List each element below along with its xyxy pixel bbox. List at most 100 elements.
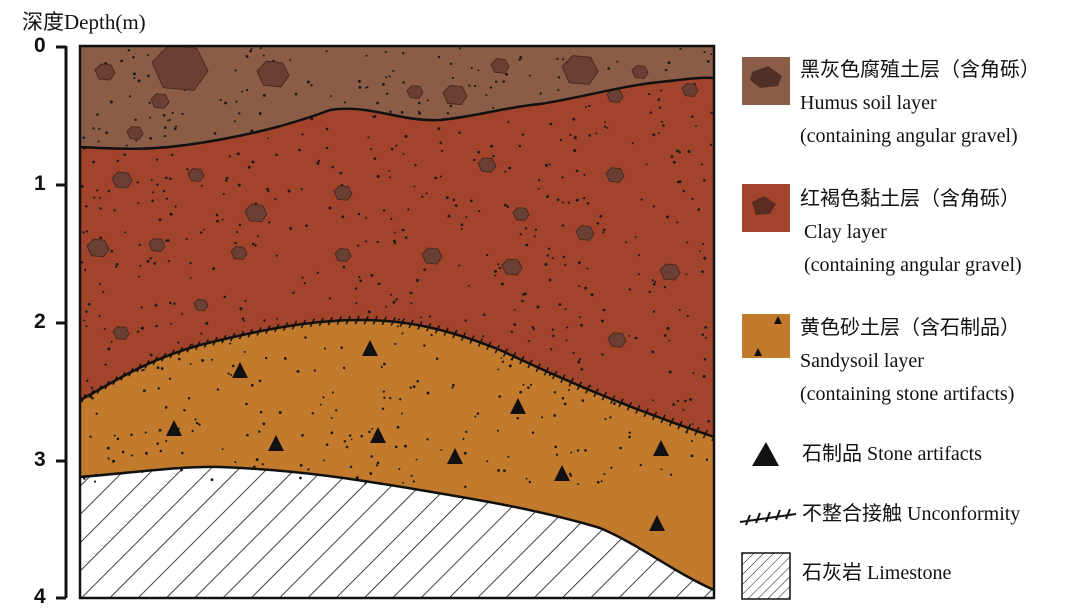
sediment-dot — [616, 60, 619, 63]
unconformity-tick — [443, 327, 449, 336]
sediment-dot — [163, 126, 167, 129]
sediment-dot — [657, 132, 661, 135]
sediment-dot — [316, 271, 319, 274]
sediment-dot — [628, 435, 631, 439]
sediment-dot — [540, 416, 544, 419]
sediment-dot — [375, 464, 379, 467]
sediment-dot — [325, 443, 329, 447]
sediment-dot — [558, 303, 562, 306]
tick-0: 0 — [34, 34, 46, 57]
sediment-dot — [613, 402, 616, 406]
gravel-clast — [605, 167, 625, 183]
sediment-dot — [705, 336, 707, 339]
sediment-dot — [385, 305, 388, 308]
sediment-dot — [546, 254, 550, 257]
legend-stone-artifacts: 石制品 Stone artifacts — [802, 443, 982, 465]
sediment-dot — [141, 369, 144, 372]
sediment-dot — [289, 226, 293, 230]
sediment-dot — [486, 253, 489, 257]
sediment-dot — [666, 215, 669, 219]
sediment-dot — [458, 131, 461, 135]
sediment-dot — [306, 80, 310, 84]
unconformity-tick — [390, 317, 396, 326]
sediment-dot — [584, 106, 587, 109]
legend-swatch-sand — [742, 314, 790, 358]
sediment-dot — [296, 369, 300, 373]
sediment-dot — [259, 410, 263, 414]
sediment-dot — [483, 313, 486, 317]
sediment-dot — [129, 95, 132, 98]
unconformity-tick — [186, 343, 192, 353]
sediment-dot — [366, 86, 369, 89]
sediment-dot — [151, 199, 154, 203]
gravel-clast — [442, 84, 468, 106]
sediment-dot — [275, 153, 278, 156]
sediment-dot — [142, 368, 145, 371]
sediment-dot — [163, 135, 166, 138]
sediment-dot — [528, 480, 532, 484]
sediment-dot — [603, 228, 606, 232]
sediment-dot — [113, 209, 116, 212]
sediment-dot — [164, 176, 168, 180]
sediment-dot — [501, 360, 505, 363]
sediment-dot — [319, 403, 322, 406]
sediment-dot — [275, 254, 278, 257]
sediment-dot — [216, 219, 219, 223]
sediment-dot — [383, 396, 386, 399]
gravel-clast — [575, 225, 595, 241]
unconformity-tick — [593, 388, 599, 398]
unconformity-tick — [247, 328, 253, 338]
unconformity-tick — [535, 363, 541, 372]
sediment-dot — [536, 305, 540, 309]
unconformity-tick — [169, 349, 175, 359]
unconformity-tick — [345, 315, 351, 325]
sediment-dot — [401, 332, 404, 335]
sediment-dot — [573, 149, 577, 152]
sediment-dot — [556, 198, 560, 201]
sediment-dot — [212, 267, 216, 271]
sediment-dot — [369, 472, 373, 475]
sediment-dot — [707, 419, 711, 423]
sediment-dot — [244, 300, 247, 303]
unconformity-tick — [230, 332, 236, 342]
sediment-dot — [169, 177, 172, 180]
sediment-dot — [423, 268, 427, 272]
legend-clay-note: (containing angular gravel) — [804, 254, 1022, 276]
sediment-dot — [395, 298, 398, 301]
sediment-dot — [342, 265, 346, 269]
sediment-dot — [146, 53, 149, 57]
gravel-clast — [151, 46, 209, 91]
sediment-dot — [573, 136, 577, 140]
sediment-dot — [325, 50, 328, 53]
sediment-dot — [164, 406, 168, 409]
sediment-dot — [300, 188, 303, 191]
sediment-dot — [114, 265, 118, 268]
sediment-dot — [648, 290, 651, 294]
sediment-dot — [343, 101, 347, 104]
sediment-dot — [169, 212, 173, 216]
unconformity-tick — [88, 389, 95, 399]
sediment-dot — [137, 202, 140, 205]
sediment-dot — [254, 244, 257, 247]
sediment-dot — [345, 445, 349, 449]
sediment-dot — [394, 445, 398, 449]
unconformity-tick — [291, 320, 298, 330]
sediment-dot — [451, 76, 455, 80]
sediment-dot — [135, 139, 138, 142]
sediment-dot — [381, 82, 385, 86]
unconformity-tick — [618, 398, 624, 408]
sediment-dot — [287, 189, 291, 193]
sediment-dot — [180, 468, 183, 472]
sediment-dot — [83, 319, 86, 322]
sediment-dot — [699, 250, 702, 253]
sediment-dot — [148, 116, 151, 119]
sediment-dot — [274, 198, 277, 201]
sediment-dot — [221, 218, 224, 221]
sediment-dot — [121, 450, 125, 454]
sediment-dot — [162, 189, 166, 193]
sediment-dot — [389, 396, 392, 400]
sediment-dot — [676, 400, 680, 403]
sediment-dot — [468, 84, 471, 87]
sediment-dot — [382, 209, 386, 212]
sediment-dot — [687, 150, 691, 153]
